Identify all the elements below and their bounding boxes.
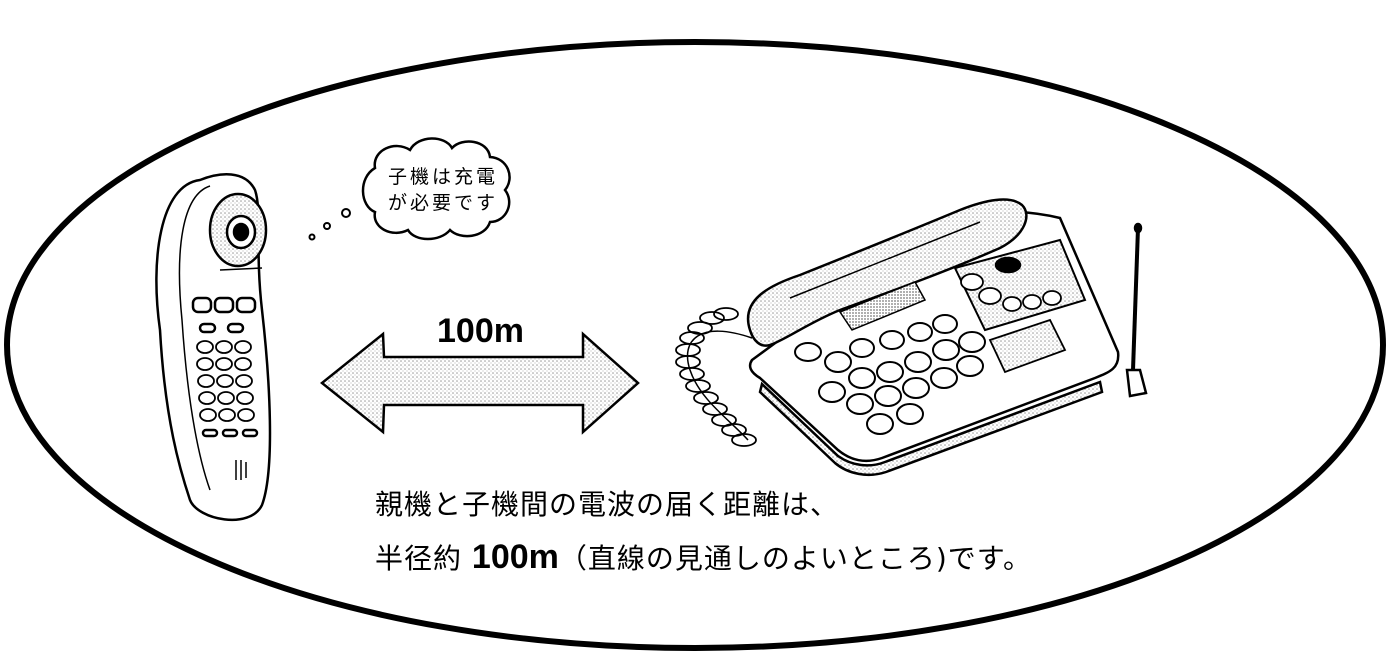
caption-distance-value: 100m <box>471 538 559 576</box>
handset-icon <box>155 173 272 521</box>
distance-label: 100m <box>437 312 524 350</box>
speech-bubble-icon <box>361 137 511 241</box>
caption-suffix: （直線の見通しのよいところ)です。 <box>558 542 1033 575</box>
oval-frame <box>4 39 1386 651</box>
bubble-line-1: 子機は充電 <box>388 166 499 188</box>
caption-line-2: 半径約 100m（直線の見通しのよいところ)です。 <box>375 537 1032 577</box>
caption-line-1: 親機と子機間の電波の届く距離は、 <box>375 488 840 521</box>
base-phone-icon <box>675 198 1148 476</box>
double-arrow-icon <box>320 331 640 435</box>
bubble-line-2: が必要です <box>388 192 499 214</box>
caption-prefix: 半径約 <box>375 542 472 575</box>
thought-dots <box>308 208 351 241</box>
